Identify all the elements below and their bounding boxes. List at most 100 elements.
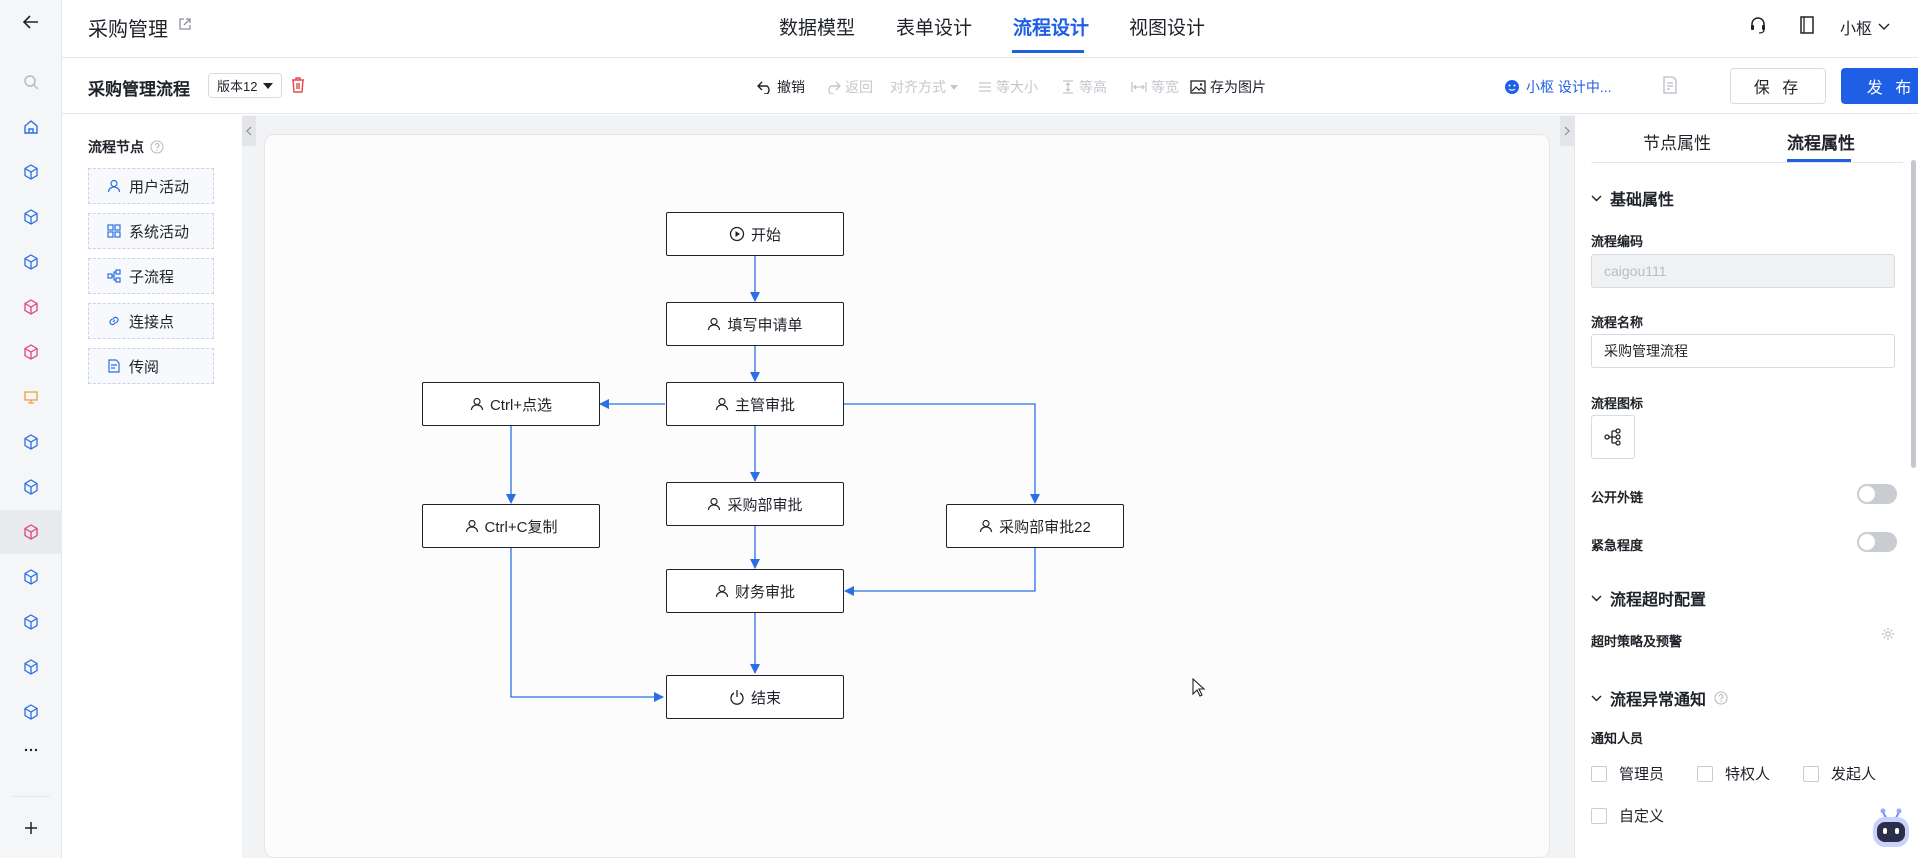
urgency-label: 紧急程度 xyxy=(1591,538,1644,553)
rail-search-button[interactable] xyxy=(0,60,62,104)
undo-button[interactable]: 撤销 xyxy=(757,77,805,97)
redo-button[interactable]: 返回 xyxy=(825,77,873,97)
publish-button[interactable]: 发 布 xyxy=(1841,68,1918,104)
cube-icon xyxy=(24,254,38,270)
flow-node-label: Ctrl+点选 xyxy=(489,396,553,414)
caret-down-icon xyxy=(263,82,274,89)
flow-name-label: 流程名称 xyxy=(1591,315,1644,330)
trash-icon[interactable] xyxy=(290,76,306,94)
rail-model-11[interactable] xyxy=(0,690,62,734)
cube-icon xyxy=(24,299,38,315)
cube-icon xyxy=(24,479,38,495)
rail-model-7[interactable] xyxy=(0,465,62,509)
palette-item-label: 子流程 xyxy=(129,268,175,286)
rail-model-9[interactable] xyxy=(0,600,62,644)
section-basic-title: 基础属性 xyxy=(1610,192,1675,209)
palette-item-connector[interactable]: 连接点 xyxy=(88,303,214,339)
notify-admin-checkbox[interactable]: 管理员 xyxy=(1591,763,1664,784)
tab-view-design[interactable]: 视图设计 xyxy=(1129,18,1206,39)
section-timeout-title: 流程超时配置 xyxy=(1610,592,1707,609)
flow-node-ctrl-click[interactable]: Ctrl+点选 xyxy=(422,382,600,426)
cube-icon xyxy=(24,164,38,180)
flow-node-purchase-approval-22[interactable]: 采购部审批22 xyxy=(946,504,1124,548)
tab-form-design[interactable]: 表单设计 xyxy=(896,18,973,39)
headset-icon[interactable] xyxy=(1748,15,1768,35)
top-header: 采购管理 数据模型 表单设计 流程设计 视图设计 小枢 xyxy=(62,0,1918,58)
same-width-button[interactable]: 等宽 xyxy=(1131,77,1179,97)
section-exception[interactable]: 流程异常通知 xyxy=(1591,686,1728,710)
version-select[interactable]: 版本12 xyxy=(208,73,283,98)
collapse-right-handle[interactable] xyxy=(1560,116,1574,146)
flow-edges xyxy=(506,256,1040,702)
public-link-toggle[interactable] xyxy=(1857,484,1897,504)
notify-initiator-checkbox[interactable]: 发起人 xyxy=(1803,763,1876,784)
section-timeout[interactable]: 流程超时配置 xyxy=(1591,586,1706,610)
flow-node-fill-form[interactable]: 填写申请单 xyxy=(666,302,844,346)
cube-icon xyxy=(24,704,38,720)
assistant-robot-icon[interactable] xyxy=(1870,806,1912,850)
chevron-down-icon xyxy=(1591,195,1602,201)
mouse-cursor-icon xyxy=(1192,678,1206,697)
flow-node-purchase-approval[interactable]: 采购部审批 xyxy=(666,482,844,526)
notify-privileged-checkbox[interactable]: 特权人 xyxy=(1697,763,1770,784)
tab-data-model[interactable]: 数据模型 xyxy=(779,18,856,39)
checkbox-label: 特权人 xyxy=(1725,766,1771,783)
palette-item-subflow[interactable]: 子流程 xyxy=(88,258,214,294)
book-icon[interactable] xyxy=(1798,15,1816,35)
tab-flow-design[interactable]: 流程设计 xyxy=(1013,18,1090,39)
align-dropdown[interactable]: 对齐方式 xyxy=(890,77,958,97)
same-height-button[interactable]: 等高 xyxy=(1061,77,1107,97)
history-doc-icon[interactable] xyxy=(1662,76,1678,94)
rail-screen-button[interactable] xyxy=(0,375,62,419)
more-icon xyxy=(24,748,38,752)
properties-scrollbar[interactable] xyxy=(1911,160,1916,468)
flow-node-ctrl-c-copy[interactable]: Ctrl+C复制 xyxy=(422,504,600,548)
external-link-icon[interactable] xyxy=(178,17,192,31)
palette-item-label: 连接点 xyxy=(129,313,175,331)
flow-node-start[interactable]: 开始 xyxy=(666,212,844,256)
flow-icon-picker[interactable] xyxy=(1591,415,1635,459)
rail-more-button[interactable] xyxy=(0,728,62,772)
back-button[interactable] xyxy=(0,0,62,44)
flow-node-manager-approval[interactable]: 主管审批 xyxy=(666,382,844,426)
urgency-toggle[interactable] xyxy=(1857,532,1897,552)
gear-icon[interactable] xyxy=(1881,627,1895,641)
rail-model-5[interactable] xyxy=(0,330,62,374)
rail-home-button[interactable] xyxy=(0,105,62,149)
flow-name-field[interactable]: 采购管理流程 xyxy=(1591,334,1895,368)
user-menu[interactable]: 小枢 xyxy=(1840,15,1890,39)
document-icon xyxy=(108,359,120,373)
rail-model-8[interactable] xyxy=(0,555,62,599)
save-button[interactable]: 保 存 xyxy=(1730,68,1826,104)
palette-item-label: 系统活动 xyxy=(129,223,190,241)
save-image-button[interactable]: 存为图片 xyxy=(1190,77,1266,97)
flow-canvas[interactable]: 开始 填写申请单 主管审批 Ctrl+点选 Ctrl+C复制 采购部审批 采购部… xyxy=(264,134,1550,858)
tab-node-properties[interactable]: 节点属性 xyxy=(1643,134,1711,153)
rail-model-1[interactable] xyxy=(0,150,62,194)
help-icon[interactable] xyxy=(1714,691,1728,705)
collapse-left-handle[interactable] xyxy=(242,116,256,146)
palette-item-circulate[interactable]: 传阅 xyxy=(88,348,214,384)
tab-flow-properties[interactable]: 流程属性 xyxy=(1787,134,1855,153)
same-size-button[interactable]: 等大小 xyxy=(978,77,1038,97)
same-size-icon xyxy=(979,82,991,92)
rail-model-4[interactable] xyxy=(0,285,62,329)
section-basic[interactable]: 基础属性 xyxy=(1591,186,1674,210)
chevron-left-icon xyxy=(246,126,252,136)
rail-add-button[interactable] xyxy=(0,806,62,850)
flow-node-finance-approval[interactable]: 财务审批 xyxy=(666,569,844,613)
help-icon[interactable] xyxy=(150,140,164,154)
rail-model-3[interactable] xyxy=(0,240,62,284)
edge-ctrlc-end xyxy=(510,548,664,702)
chevron-right-icon xyxy=(1564,126,1570,136)
notify-custom-checkbox[interactable]: 自定义 xyxy=(1591,805,1664,826)
tabs-divider xyxy=(1591,162,1903,163)
rail-model-10[interactable] xyxy=(0,645,62,689)
rail-model-active[interactable] xyxy=(0,510,62,554)
rail-model-2[interactable] xyxy=(0,195,62,239)
palette-item-user-activity[interactable]: 用户活动 xyxy=(88,168,214,204)
palette-item-system-activity[interactable]: 系统活动 xyxy=(88,213,214,249)
flow-node-end[interactable]: 结束 xyxy=(666,675,844,719)
cube-icon xyxy=(24,614,38,630)
rail-model-6[interactable] xyxy=(0,420,62,464)
